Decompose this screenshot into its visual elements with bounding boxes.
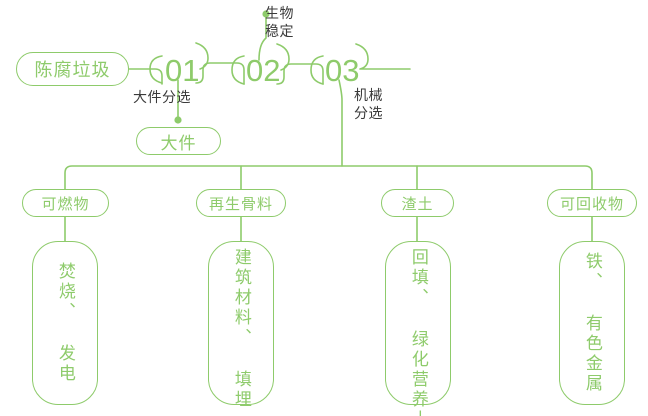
wire-02-bio-riser bbox=[258, 13, 267, 61]
node-category-slag-soil[interactable]: 渣土 bbox=[381, 189, 454, 217]
arc-02-right bbox=[276, 43, 290, 71]
box-destination-slag-soil-text: 回填、 绿化营养土 bbox=[408, 248, 428, 416]
wire-01-to-02 bbox=[195, 62, 245, 85]
dot-bulky bbox=[174, 116, 182, 124]
box-destination-recyclable[interactable]: 铁、 有色金属 bbox=[559, 241, 625, 405]
label-stage-01-process: 大件分选 bbox=[133, 89, 191, 105]
box-destination-recycled-aggregate[interactable]: 建筑材料、 填埋 bbox=[208, 241, 274, 410]
arc-03-right-tail bbox=[355, 43, 411, 70]
label-stage-02-process: 生物 稳定 bbox=[265, 5, 294, 39]
box-destination-recycled-aggregate-text: 建筑材料、 填埋 bbox=[231, 248, 251, 410]
node-category-combustible[interactable]: 可燃物 bbox=[22, 189, 109, 217]
arc-02-left bbox=[231, 55, 245, 85]
node-category-recycled-aggregate[interactable]: 再生骨料 bbox=[196, 189, 286, 217]
wire-02-to-03 bbox=[276, 63, 324, 85]
node-output-bulky[interactable]: 大件 bbox=[136, 127, 221, 155]
arc-01-right bbox=[195, 42, 209, 70]
wire-root-to-01 bbox=[128, 68, 163, 85]
stage-number-03[interactable]: 03 bbox=[325, 53, 360, 88]
box-destination-combustible-text: 焚烧、 发电 bbox=[55, 262, 75, 384]
label-stage-03-process: 机械 分选 bbox=[354, 87, 383, 121]
arc-03-left bbox=[310, 55, 324, 85]
arc-01-left bbox=[149, 55, 163, 84]
box-destination-slag-soil[interactable]: 回填、 绿化营养土 bbox=[385, 241, 451, 416]
distribution-bus bbox=[64, 165, 593, 190]
stage-number-01[interactable]: 01 bbox=[165, 53, 200, 88]
node-root-waste[interactable]: 陈腐垃圾 bbox=[16, 52, 129, 86]
box-destination-recyclable-text: 铁、 有色金属 bbox=[582, 252, 602, 394]
box-destination-combustible[interactable]: 焚烧、 发电 bbox=[32, 241, 98, 405]
stage-number-02[interactable]: 02 bbox=[246, 53, 281, 88]
wire-03-drop-to-bus bbox=[338, 79, 343, 167]
node-category-recyclable[interactable]: 可回收物 bbox=[547, 189, 637, 217]
dot-bio-stable bbox=[262, 10, 270, 18]
